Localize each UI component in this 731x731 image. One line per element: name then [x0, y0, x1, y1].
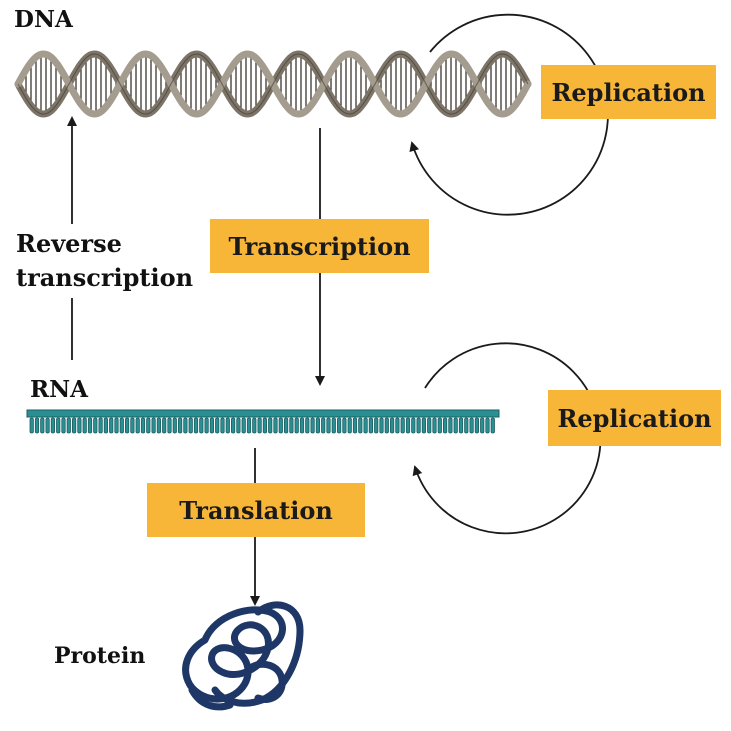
rna-label: RNA: [30, 376, 88, 403]
reverse-transcription-label-bg: [10, 224, 210, 298]
rna-replication-cycle: [412, 342, 602, 535]
protein-coil: [182, 601, 304, 711]
rna-strand: [26, 409, 500, 434]
protein-label: Protein: [54, 643, 146, 669]
replication-box-rna: Replication: [548, 390, 721, 446]
translation-box: Translation: [147, 483, 365, 537]
replication-box-dna: Replication: [541, 65, 716, 119]
dna-replication-cycle: [409, 13, 609, 216]
reverse-transcription-label-line1: Reverse: [16, 229, 122, 258]
dna-label: DNA: [14, 6, 73, 33]
reverse-transcription-label-line2: transcription: [16, 263, 194, 292]
transcription-box: Transcription: [210, 219, 429, 273]
dna-helix: [14, 50, 532, 118]
